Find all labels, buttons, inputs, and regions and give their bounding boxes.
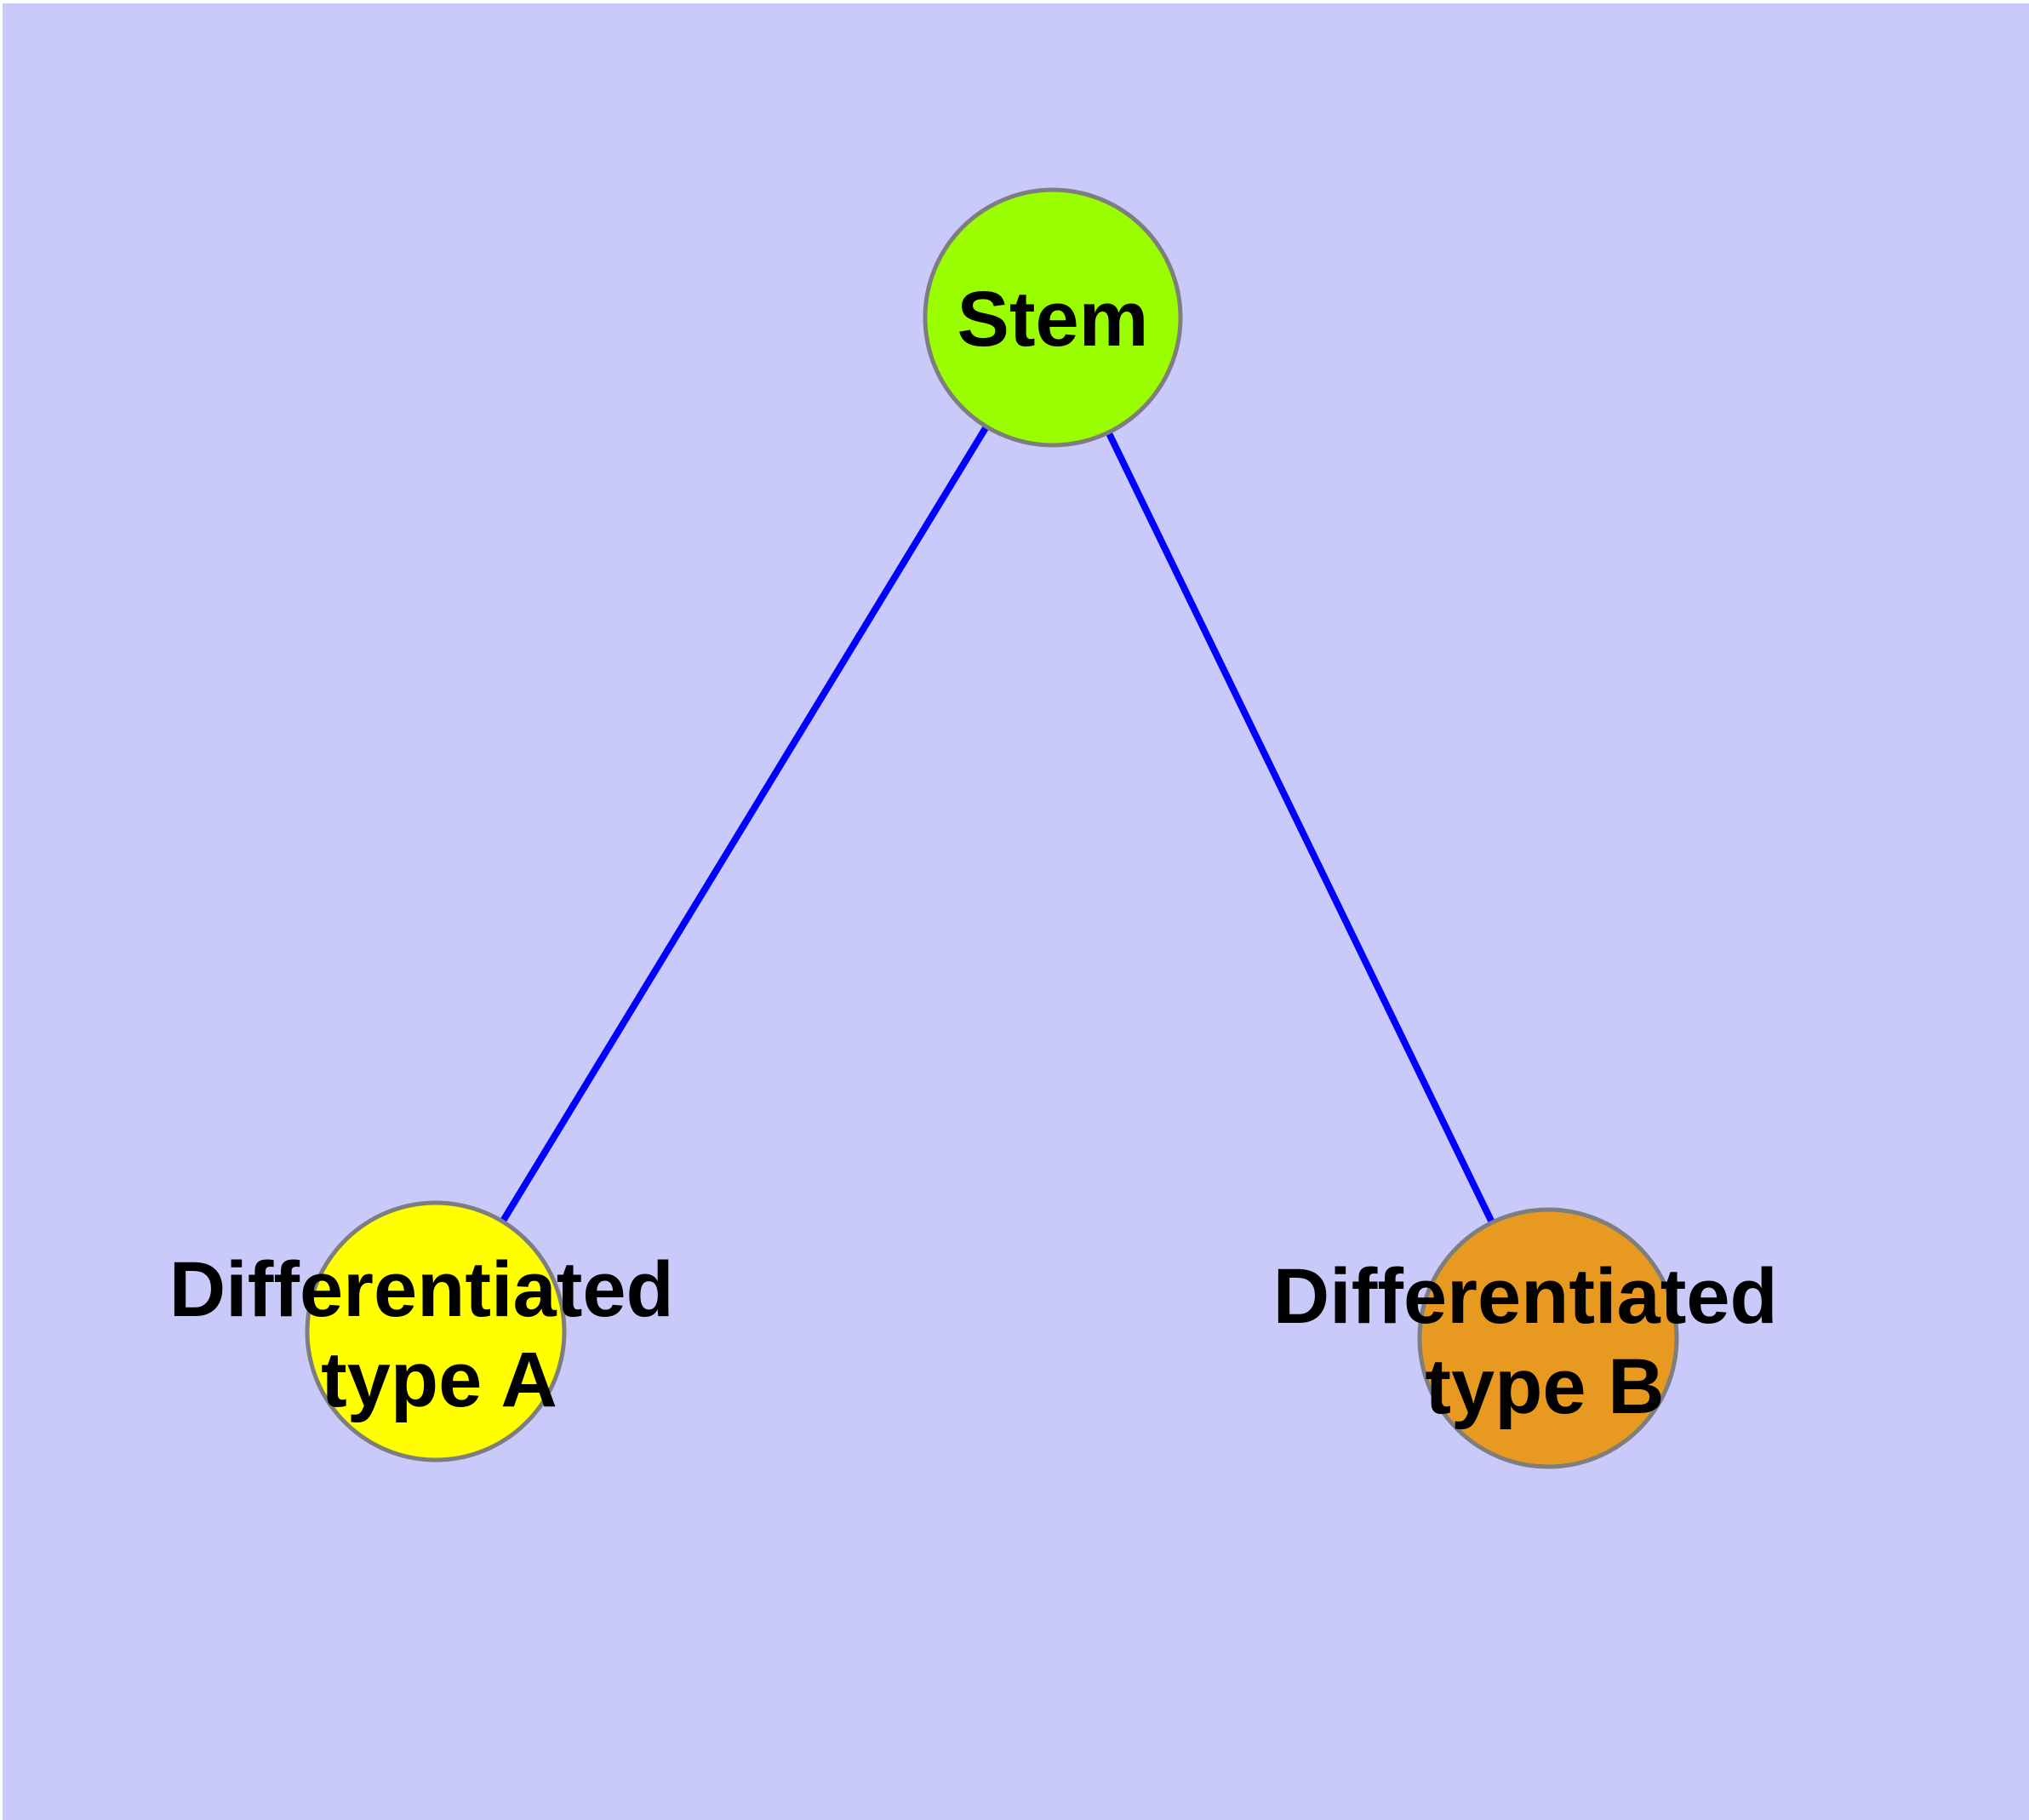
edge-stem-to-type-a: [432, 315, 1056, 1334]
edge-stem-to-type-b: [1049, 316, 1552, 1340]
node-type-a-label-line1: Differentiated: [169, 1246, 674, 1333]
node-type-a-label-line2: type A: [321, 1336, 557, 1423]
node-type-b-label-line2: type B: [1425, 1343, 1664, 1430]
node-type-b-label-line1: Differentiated: [1273, 1253, 1778, 1340]
node-type-b-circle: [1417, 1207, 1679, 1469]
node-type-b-label: Differentiated type B: [1273, 1253, 1800, 1430]
node-type-a-circle: [305, 1200, 567, 1462]
node-stem-circle: [923, 187, 1183, 448]
node-stem-label: Stem: [957, 276, 1149, 363]
node-type-a-label: Differentiated type A: [169, 1246, 696, 1423]
